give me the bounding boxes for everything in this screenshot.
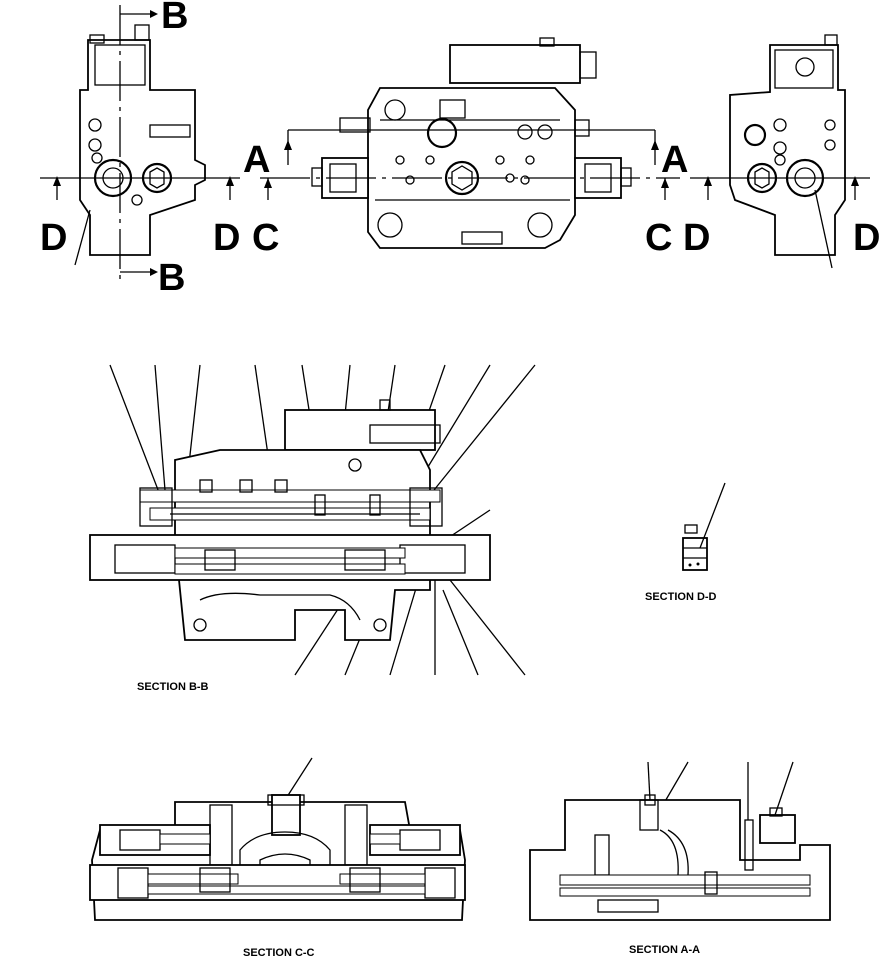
section-dd-view <box>682 482 726 571</box>
section-line-c <box>260 177 680 200</box>
section-aa-view <box>529 761 831 921</box>
section-mark-d-right-1: D <box>683 217 710 259</box>
caption-section-aa: SECTION A-A <box>629 944 700 956</box>
section-mark-b-top: B <box>161 0 188 37</box>
right-side-view <box>729 34 846 269</box>
section-mark-c-right: C <box>645 217 672 259</box>
section-mark-a-right: A <box>661 139 688 181</box>
section-line-b <box>119 5 158 280</box>
section-line-d-right <box>690 176 870 200</box>
section-mark-a-left: A <box>243 139 270 181</box>
section-line-d-left <box>40 176 240 200</box>
section-mark-c-left: C <box>252 217 279 259</box>
section-mark-d-left-2: D <box>213 217 240 259</box>
section-mark-d-right-2: D <box>853 217 880 259</box>
section-mark-b-bottom: B <box>158 257 185 299</box>
section-line-a <box>284 129 659 165</box>
section-cc-view <box>89 757 466 921</box>
section-bb-view <box>89 364 536 676</box>
caption-section-dd: SECTION D-D <box>645 591 717 603</box>
section-mark-d-left-1: D <box>40 217 67 259</box>
center-front-view <box>311 37 632 249</box>
caption-section-bb: SECTION B-B <box>137 681 209 693</box>
left-side-view <box>74 24 206 266</box>
caption-section-cc: SECTION C-C <box>243 947 315 957</box>
